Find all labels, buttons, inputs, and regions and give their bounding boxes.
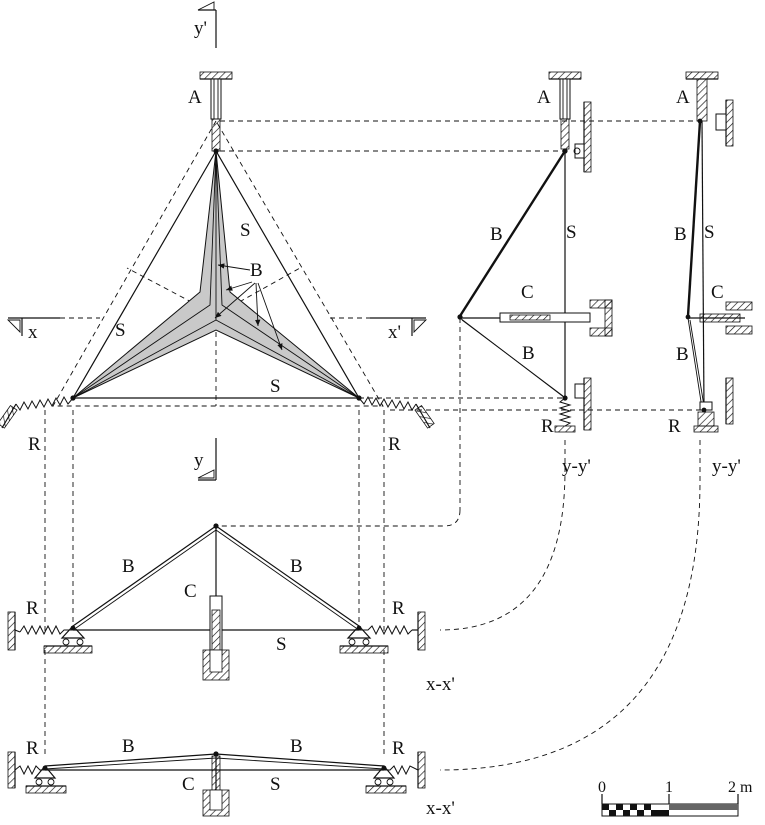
elevation-xx-1: y B B S C R — [7, 438, 455, 695]
label-b-yy1-bottom: B — [522, 343, 535, 364]
label-r-plan-right: R — [388, 434, 401, 455]
title-xx-elevation-1: x-x' — [426, 674, 455, 695]
label-c-yy1: C — [521, 282, 534, 303]
label-b-xx1-right: B — [290, 556, 303, 577]
section-yy-2: A S B B C R y-y' — [668, 71, 753, 477]
label-a-plan: A — [188, 87, 202, 108]
section-mark-x-prime-label: x' — [388, 322, 401, 343]
label-b-yy2-top: B — [674, 224, 687, 245]
guide-triangle — [52, 120, 384, 407]
scale-tick-2: 2 m — [728, 779, 753, 796]
elevation-xx-2: B B S C R R x-x' — [7, 736, 455, 819]
label-s-yy2: S — [704, 222, 715, 243]
scale-bar: 0 1 2 m — [598, 779, 753, 817]
label-b-xx1-left: B — [122, 556, 135, 577]
label-r-xx1-left: R — [26, 598, 39, 619]
title-yy-section-1: y-y' — [562, 456, 591, 477]
label-s-plan-right: S — [240, 220, 251, 241]
label-s-xx2: S — [270, 774, 281, 795]
label-s-xx1: S — [276, 634, 287, 655]
plan-view: y' A B — [0, 1, 435, 455]
section-mark-y: y — [194, 438, 217, 481]
label-r-xx1-right: R — [392, 598, 405, 619]
label-b-plan: B — [250, 260, 263, 281]
label-r-xx2-right: R — [392, 738, 405, 759]
b-annotation-plan: B — [214, 260, 283, 351]
title-yy-section-2: y-y' — [712, 456, 741, 477]
label-c-yy2: C — [711, 282, 724, 303]
label-a-yy1: A — [537, 87, 551, 108]
label-a-yy2: A — [676, 87, 690, 108]
spring-support-right-plan: R — [358, 395, 435, 455]
section-mark-y-label: y — [194, 450, 204, 471]
label-b-yy1-top: B — [490, 224, 503, 245]
anchor-a-plan: A — [188, 71, 233, 152]
label-r-yy1: R — [541, 416, 554, 437]
section-yy-1: A S B B C R y-y' — [457, 71, 613, 477]
label-b-xx2-left: B — [122, 736, 135, 757]
label-b-xx2-right: B — [290, 736, 303, 757]
cable-triangle-s — [71, 149, 361, 399]
label-r-yy2: R — [668, 416, 681, 437]
section-mark-x-label: x — [28, 322, 38, 343]
label-r-plan-left: R — [28, 434, 41, 455]
spring-support-left-plan: R — [0, 395, 74, 455]
label-r-xx2-left: R — [26, 738, 39, 759]
section-mark-y-prime: y' — [194, 1, 217, 48]
title-xx-elevation-2: x-x' — [426, 798, 455, 819]
section-mark-y-prime-label: y' — [194, 18, 207, 39]
label-c-xx2: C — [182, 774, 195, 795]
label-s-plan-left: S — [115, 320, 126, 341]
scale-tick-1: 1 — [665, 779, 673, 796]
label-b-yy2-bottom: B — [676, 344, 689, 365]
projection-lines — [44, 120, 701, 771]
label-s-yy1: S — [566, 222, 577, 243]
label-c-xx1: C — [184, 581, 197, 602]
scale-tick-0: 0 — [598, 779, 606, 796]
label-s-plan-bottom: S — [270, 376, 281, 397]
section-mark-x: x — [6, 317, 60, 343]
section-mark-x-prime: x' — [370, 317, 428, 343]
